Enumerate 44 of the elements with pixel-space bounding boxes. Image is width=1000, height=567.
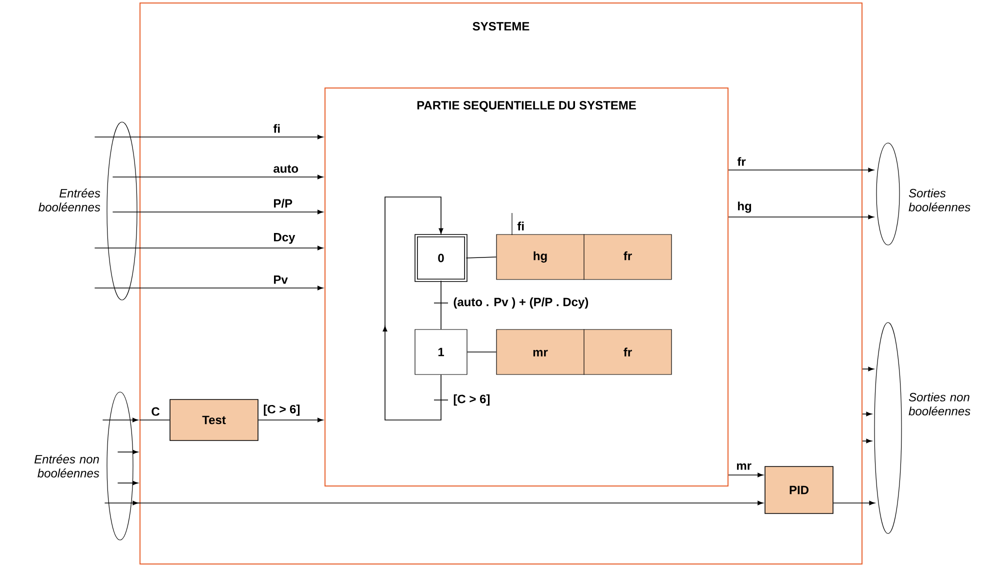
arrow [862, 412, 872, 416]
edge-label: hg [738, 202, 752, 213]
initial-step-box: 0 [414, 234, 468, 282]
group-label: Sorties booléennes [908, 188, 970, 212]
group-label: Entrées non booléennes [34, 454, 100, 478]
arrow [117, 480, 138, 486]
arrow [728, 472, 764, 478]
edge-label: fr [737, 157, 746, 166]
arrow [102, 418, 138, 422]
edge-label: Pv [274, 276, 288, 284]
arrow [382, 196, 444, 420]
arrow [258, 418, 324, 422]
group-label: Entrées booléennes [38, 188, 100, 212]
grouping-ellipse [876, 142, 900, 246]
arrow [862, 438, 872, 444]
grouping-ellipse [106, 392, 134, 540]
edge-label: mr [737, 463, 752, 470]
edge-label: [C > 6] [264, 404, 300, 416]
step-box: 1 [414, 329, 468, 375]
edge-label: [C > 6] [454, 394, 490, 406]
edge-label: fi [273, 124, 280, 133]
action-box: hg fr [496, 234, 672, 280]
arrow [104, 500, 764, 506]
arrow [728, 168, 874, 172]
arrow [117, 450, 138, 454]
function-block: PID [764, 466, 834, 514]
grouping-ellipse [874, 322, 902, 534]
function-block: Test [170, 399, 258, 441]
edge-label: C [152, 407, 160, 416]
arrow [94, 246, 324, 250]
arrow [94, 134, 324, 140]
edge-label: (auto . Pv ) + (P/P . Dcy) [454, 297, 588, 309]
arrow [112, 174, 324, 180]
arrow [112, 210, 324, 214]
edge-label: Dcy [274, 233, 296, 244]
arrow [862, 366, 874, 372]
edge-label: P/P [274, 198, 292, 208]
arrow [728, 214, 874, 220]
arrow [94, 286, 324, 290]
edge-label: auto [274, 164, 298, 173]
action-box: mr fr [496, 328, 672, 376]
arrow [833, 500, 875, 506]
grouping-ellipse [106, 122, 138, 300]
group-label: Sorties non booléennes [908, 392, 970, 416]
